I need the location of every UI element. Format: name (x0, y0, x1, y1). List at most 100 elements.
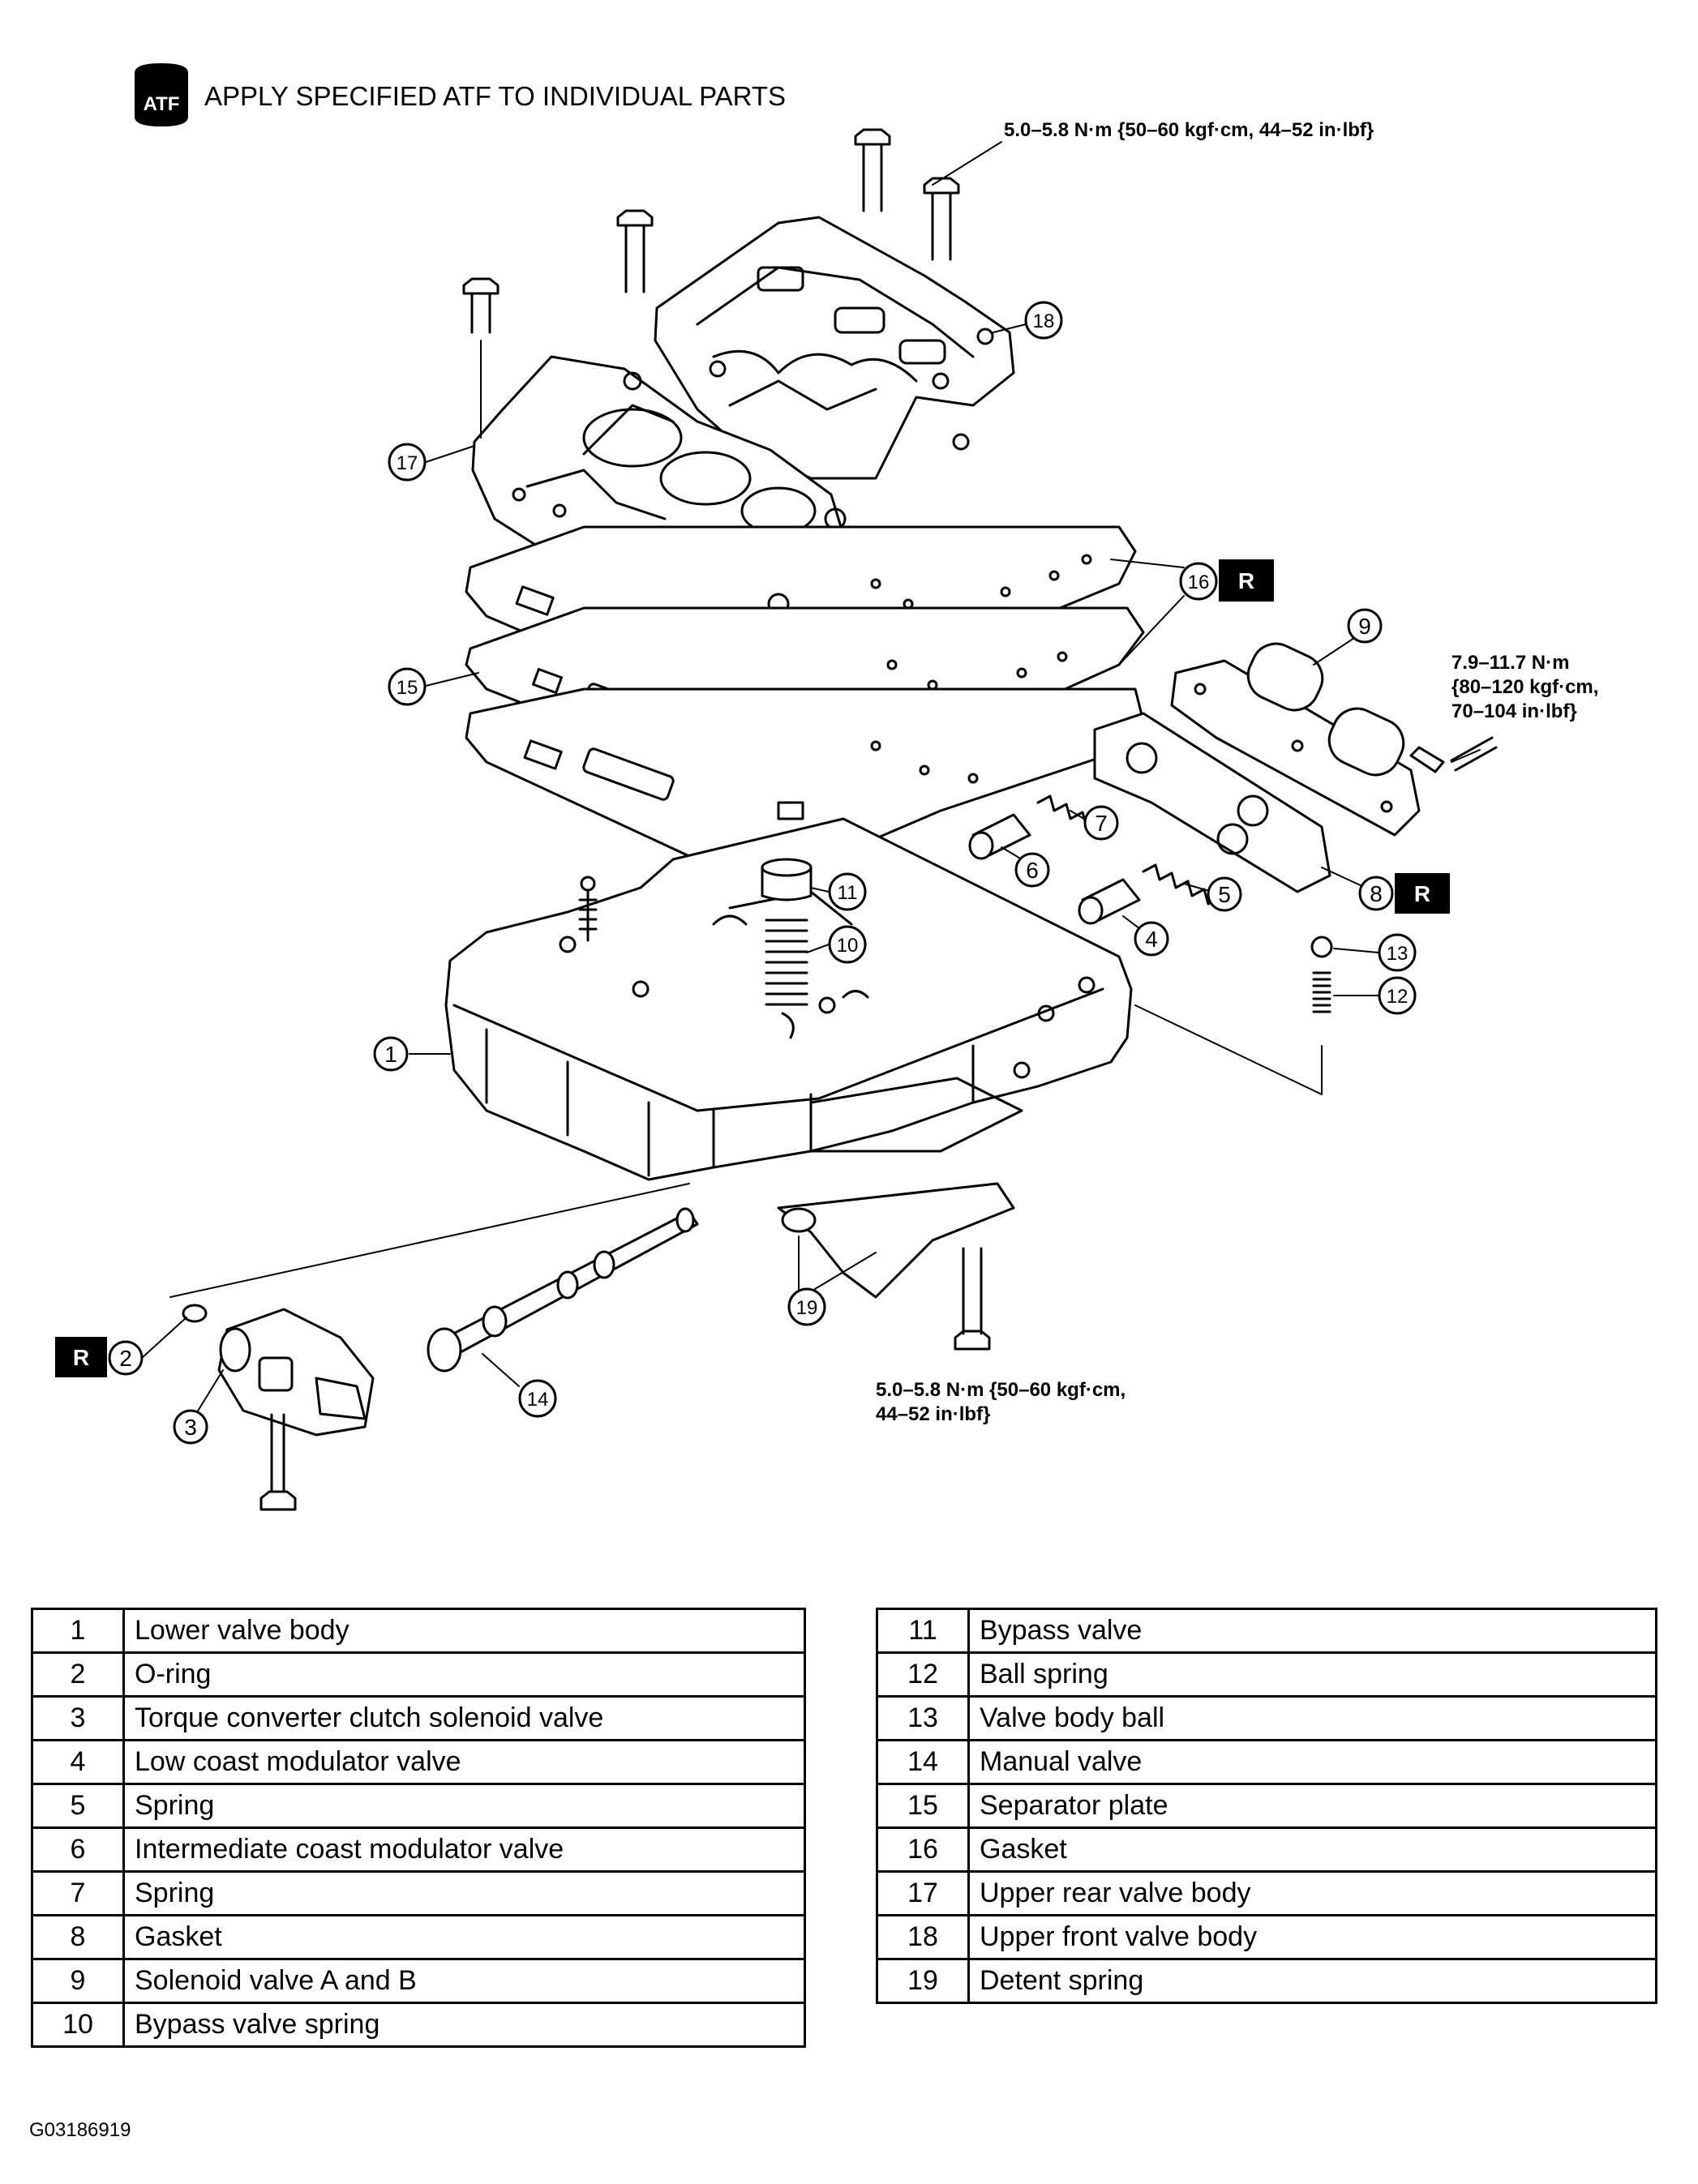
callout-13: 13 (1378, 933, 1417, 972)
svg-text:15: 15 (397, 677, 418, 699)
manual-valve (427, 1207, 699, 1372)
replace-mark-16: R (1219, 559, 1274, 602)
callout-15: 15 (388, 667, 427, 706)
callout-17: 17 (388, 443, 427, 482)
part-name: Separator plate (967, 1783, 1657, 1829)
part-number: 8 (31, 1914, 125, 1960)
callout-6: 6 (1014, 852, 1050, 888)
svg-text:13: 13 (1387, 943, 1409, 965)
torque-upper-bolts: 5.0–5.8 N·m {50–60 kgf·cm, 44–52 in·lbf} (1004, 119, 1374, 141)
part-name: Low coast modulator valve (122, 1739, 806, 1785)
callout-2: 2 (108, 1340, 144, 1376)
svg-text:6: 6 (1026, 858, 1039, 883)
svg-text:1: 1 (384, 1042, 397, 1067)
spring-5 (1142, 863, 1222, 906)
part-name: Upper front valve body (967, 1914, 1657, 1960)
part-name: Spring (122, 1783, 806, 1829)
svg-text:5: 5 (1218, 882, 1231, 907)
valve-body-ball (1310, 936, 1333, 958)
ball-spring (1312, 971, 1331, 1013)
part-name: Intermediate coast modulator valve (122, 1826, 806, 1873)
torque-solenoid-line3: 70–104 in·lbf} (1451, 700, 1577, 722)
svg-text:14: 14 (527, 1389, 549, 1411)
callout-4: 4 (1134, 921, 1169, 957)
part-number: 3 (31, 1695, 125, 1741)
callout-19: 19 (787, 1287, 826, 1326)
part-name: Manual valve (967, 1739, 1657, 1785)
part-name: Solenoid valve A and B (122, 1958, 806, 2004)
bypass-valve-spring (765, 919, 808, 1039)
svg-text:R: R (1238, 568, 1254, 593)
solenoid-mount-bolt (259, 1413, 297, 1511)
svg-text:4: 4 (1145, 927, 1158, 952)
torque-detent-line2: 44–52 in·lbf} (876, 1403, 990, 1425)
part-number: 4 (31, 1739, 125, 1785)
small-spring-ball (578, 890, 598, 942)
part-number: 13 (876, 1695, 970, 1741)
part-name: Gasket (122, 1914, 806, 1960)
part-number: 9 (31, 1958, 125, 2004)
part-name: Bypass valve spring (122, 2002, 806, 2048)
part-number: 2 (31, 1651, 125, 1698)
solenoid-valve-a-and-b (1170, 642, 1421, 837)
o-ring (182, 1304, 208, 1323)
callout-3: 3 (173, 1409, 208, 1445)
part-number: 17 (876, 1870, 970, 1916)
callout-5: 5 (1207, 876, 1242, 912)
lower-valve-body (444, 817, 1133, 1181)
part-name: Upper rear valve body (967, 1870, 1657, 1916)
part-number: 5 (31, 1783, 125, 1829)
svg-text:3: 3 (184, 1415, 197, 1440)
callout-11: 11 (828, 872, 867, 911)
callout-10: 10 (828, 925, 867, 964)
low-coast-modulator-valve (1078, 878, 1141, 925)
callout-8: 8 (1358, 876, 1394, 911)
callout-18: 18 (1024, 301, 1063, 340)
part-number: 10 (31, 2002, 125, 2048)
solenoid-bolt (1409, 736, 1498, 773)
callout-7: 7 (1083, 805, 1119, 841)
torque-detent-line1: 5.0–5.8 N·m {50–60 kgf·cm, (876, 1379, 1126, 1401)
part-number: 18 (876, 1914, 970, 1960)
callout-12: 12 (1378, 976, 1417, 1015)
svg-text:7: 7 (1095, 811, 1108, 836)
part-number: 19 (876, 1958, 970, 2004)
svg-text:11: 11 (838, 882, 858, 904)
part-number: 1 (31, 1608, 125, 1654)
intermediate-coast-modulator-valve (968, 813, 1031, 860)
torque-converter-clutch-solenoid-valve (217, 1308, 375, 1437)
svg-text:16: 16 (1188, 572, 1210, 593)
callout-14: 14 (518, 1379, 557, 1418)
atf-badge-text: ATF (144, 93, 180, 115)
part-number: 6 (31, 1826, 125, 1873)
svg-text:9: 9 (1358, 614, 1371, 639)
svg-text:18: 18 (1033, 310, 1055, 332)
svg-text:R: R (73, 1345, 89, 1370)
replace-mark-8: R (1395, 873, 1450, 914)
part-name: Torque converter clutch solenoid valve (122, 1695, 806, 1741)
torque-solenoid-line1: 7.9–11.7 N·m (1451, 652, 1569, 674)
figure-id: G03186919 (29, 2119, 131, 2141)
part-number: 11 (876, 1608, 970, 1654)
exploded-valve-body-diagram: 1 2 3 4 5 6 7 8 9 10 11 12 13 14 15 16 1… (55, 119, 1598, 1511)
part-number: 12 (876, 1651, 970, 1698)
svg-text:12: 12 (1387, 986, 1409, 1008)
detent-bolt (954, 1247, 991, 1351)
part-name: Lower valve body (122, 1608, 806, 1654)
svg-text:10: 10 (837, 935, 859, 957)
callouts: 1 2 3 4 5 6 7 8 9 10 11 12 13 14 15 16 1… (108, 301, 1417, 1445)
